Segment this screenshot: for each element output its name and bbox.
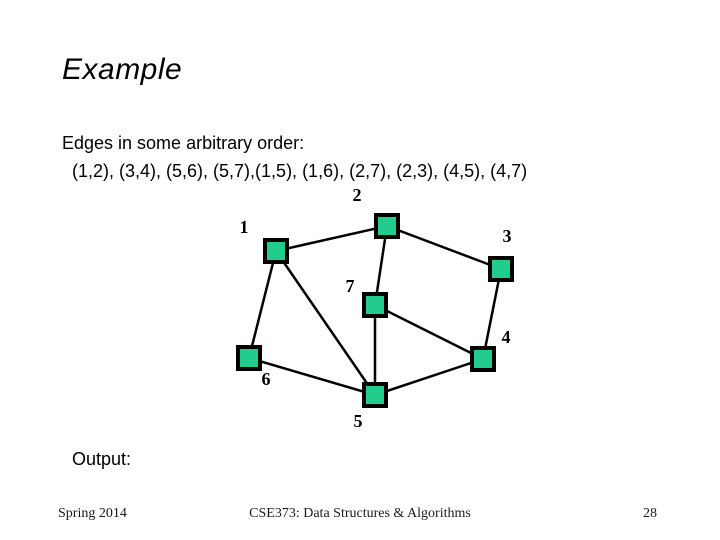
graph-edge-1-6	[247, 250, 278, 359]
footer: Spring 2014 CSE373: Data Structures & Al…	[0, 506, 720, 526]
footer-course-title: CSE373: Data Structures & Algorithms	[249, 506, 471, 521]
graph-edge-2-7	[373, 225, 389, 306]
graph-node-1	[263, 238, 289, 264]
graph-edge-1-5	[274, 250, 377, 396]
output-label: Output:	[72, 449, 132, 469]
graph-node-label-7: 7	[346, 276, 355, 296]
graph-node-2	[374, 213, 400, 239]
graph-node-label-4: 4	[502, 327, 511, 347]
edge-list-block: Edges in some arbitrary order: (1,2), (3…	[62, 129, 527, 185]
graph-node-label-2: 2	[353, 185, 362, 205]
graph-node-label-5: 5	[354, 411, 363, 431]
footer-page-number: 28	[643, 506, 657, 521]
graph-node-label-3: 3	[503, 226, 512, 246]
graph-node-label-6: 6	[262, 369, 271, 389]
graph-node-5	[362, 382, 388, 408]
graph-edge-2-3	[386, 224, 502, 271]
graph-node-3	[488, 256, 514, 282]
graph-edge-4-7	[374, 303, 484, 361]
graph-edge-3-4	[481, 268, 503, 360]
graph-edge-5-6	[248, 356, 376, 397]
graph-node-4	[470, 346, 496, 372]
graph-node-label-1: 1	[240, 217, 249, 237]
graph-node-6	[236, 345, 262, 371]
slide-title: Example	[62, 53, 183, 86]
graph-edge-4-5	[374, 357, 484, 397]
graph-edge-1-2	[275, 224, 388, 253]
edges-heading: Edges in some arbitrary order:	[62, 133, 305, 153]
footer-semester: Spring 2014	[58, 506, 127, 521]
graph-node-7	[362, 292, 388, 318]
edges-list: (1,2), (3,4), (5,6), (5,7),(1,5), (1,6),…	[72, 161, 528, 181]
